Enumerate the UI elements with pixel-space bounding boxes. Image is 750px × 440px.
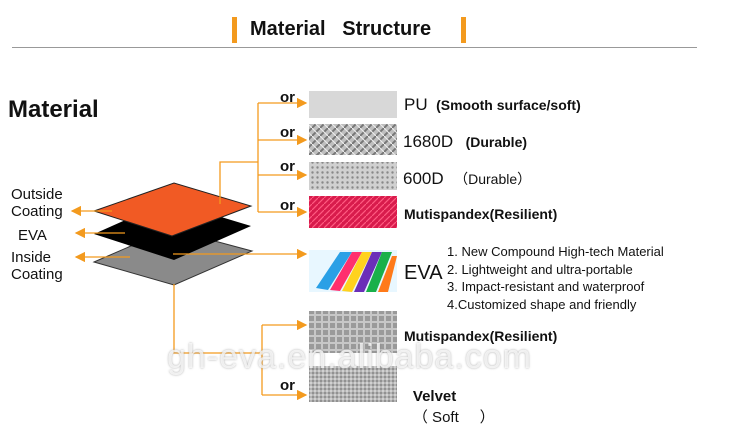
600d-swatch	[309, 162, 397, 190]
pu-swatch	[309, 91, 397, 118]
eva-feature-4: 4.Customized shape and friendly	[447, 296, 637, 312]
material-heading: Material	[8, 96, 99, 123]
inside-coating-label: Inside Coating	[11, 249, 63, 283]
title-bracket-right	[461, 17, 466, 43]
eva-layer-label: EVA	[18, 227, 47, 244]
title-divider	[12, 47, 697, 48]
eva-feature-3: 3. Impact-resistant and waterproof	[447, 279, 645, 294]
eva-feature-1: 1. New Compound High-tech Material	[447, 244, 664, 259]
option-velvet: Velvet （ Soft ）	[412, 388, 495, 426]
title-bracket-left	[232, 17, 237, 43]
or-label-1: or	[280, 89, 295, 106]
eva-feature-2: 2. Lightweight and ultra-portable	[447, 261, 633, 277]
inside-mutispandex-swatch	[309, 311, 397, 353]
option-eva: EVA	[404, 262, 443, 284]
option-inside-mutispandex: Mutispandex(Resilient)	[404, 328, 558, 344]
mutispandex-swatch	[309, 196, 397, 228]
outside-coating-layer	[92, 182, 253, 237]
eva-feature-list: 1. New Compound High-tech Material 2. Li…	[447, 243, 664, 313]
option-600d: 600D （Durable）	[403, 169, 532, 188]
or-label-3: or	[280, 158, 295, 175]
option-pu: PU (Smooth surface/soft)	[404, 95, 581, 114]
or-label-5: or	[280, 377, 295, 394]
eva-colors-swatch	[309, 250, 397, 292]
outside-coating-label: Outside Coating	[11, 186, 63, 220]
or-label-4: or	[280, 197, 295, 214]
option-1680d: 1680D (Durable)	[403, 132, 528, 151]
or-label-2: or	[280, 124, 295, 141]
velvet-swatch	[309, 366, 397, 402]
option-mutispandex: Mutispandex(Resilient)	[404, 206, 558, 222]
watermark: gh-eva.en.alibaba.com	[167, 338, 533, 376]
1680d-swatch	[309, 124, 397, 155]
header: Material Structure	[0, 0, 750, 52]
page-title: Material Structure	[250, 18, 432, 40]
